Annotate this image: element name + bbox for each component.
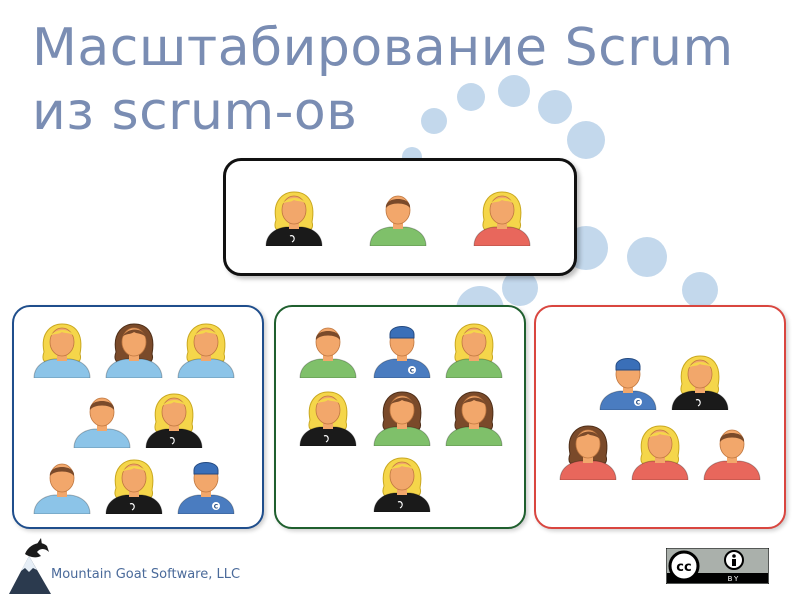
svg-text:C: C xyxy=(636,400,641,407)
svg-text:C: C xyxy=(410,368,415,375)
person-icon xyxy=(370,390,434,447)
svg-text:cc: cc xyxy=(676,560,691,575)
person-icon xyxy=(30,322,94,379)
person-icon xyxy=(556,424,620,481)
person-icon xyxy=(668,354,732,411)
person-icon xyxy=(700,424,764,481)
svg-text:C: C xyxy=(214,504,219,511)
person-icon: C xyxy=(596,354,660,411)
person-icon xyxy=(296,390,360,447)
person-icon xyxy=(174,322,238,379)
cc-by-license-badge: cc BY xyxy=(666,548,769,584)
slide-title: Масштабирование Scrum из scrum-ов xyxy=(32,18,734,142)
person-icon xyxy=(296,322,360,379)
footer-company: Mountain Goat Software, LLC xyxy=(51,567,241,582)
person-icon xyxy=(262,190,326,247)
cc-by-label: BY xyxy=(728,575,741,583)
person-icon xyxy=(102,322,166,379)
person-icon xyxy=(628,424,692,481)
person-icon xyxy=(442,322,506,379)
person-icon xyxy=(442,390,506,447)
person-icon: C xyxy=(174,458,238,515)
person-icon xyxy=(366,190,430,247)
mountain-goat-logo xyxy=(9,538,51,594)
person-icon xyxy=(142,392,206,449)
person-icon xyxy=(370,456,434,513)
person-icon xyxy=(70,392,134,449)
team-red-box xyxy=(534,305,786,529)
person-icon xyxy=(470,190,534,247)
person-icon xyxy=(102,458,166,515)
person-icon: C xyxy=(370,322,434,379)
person-icon xyxy=(30,458,94,515)
